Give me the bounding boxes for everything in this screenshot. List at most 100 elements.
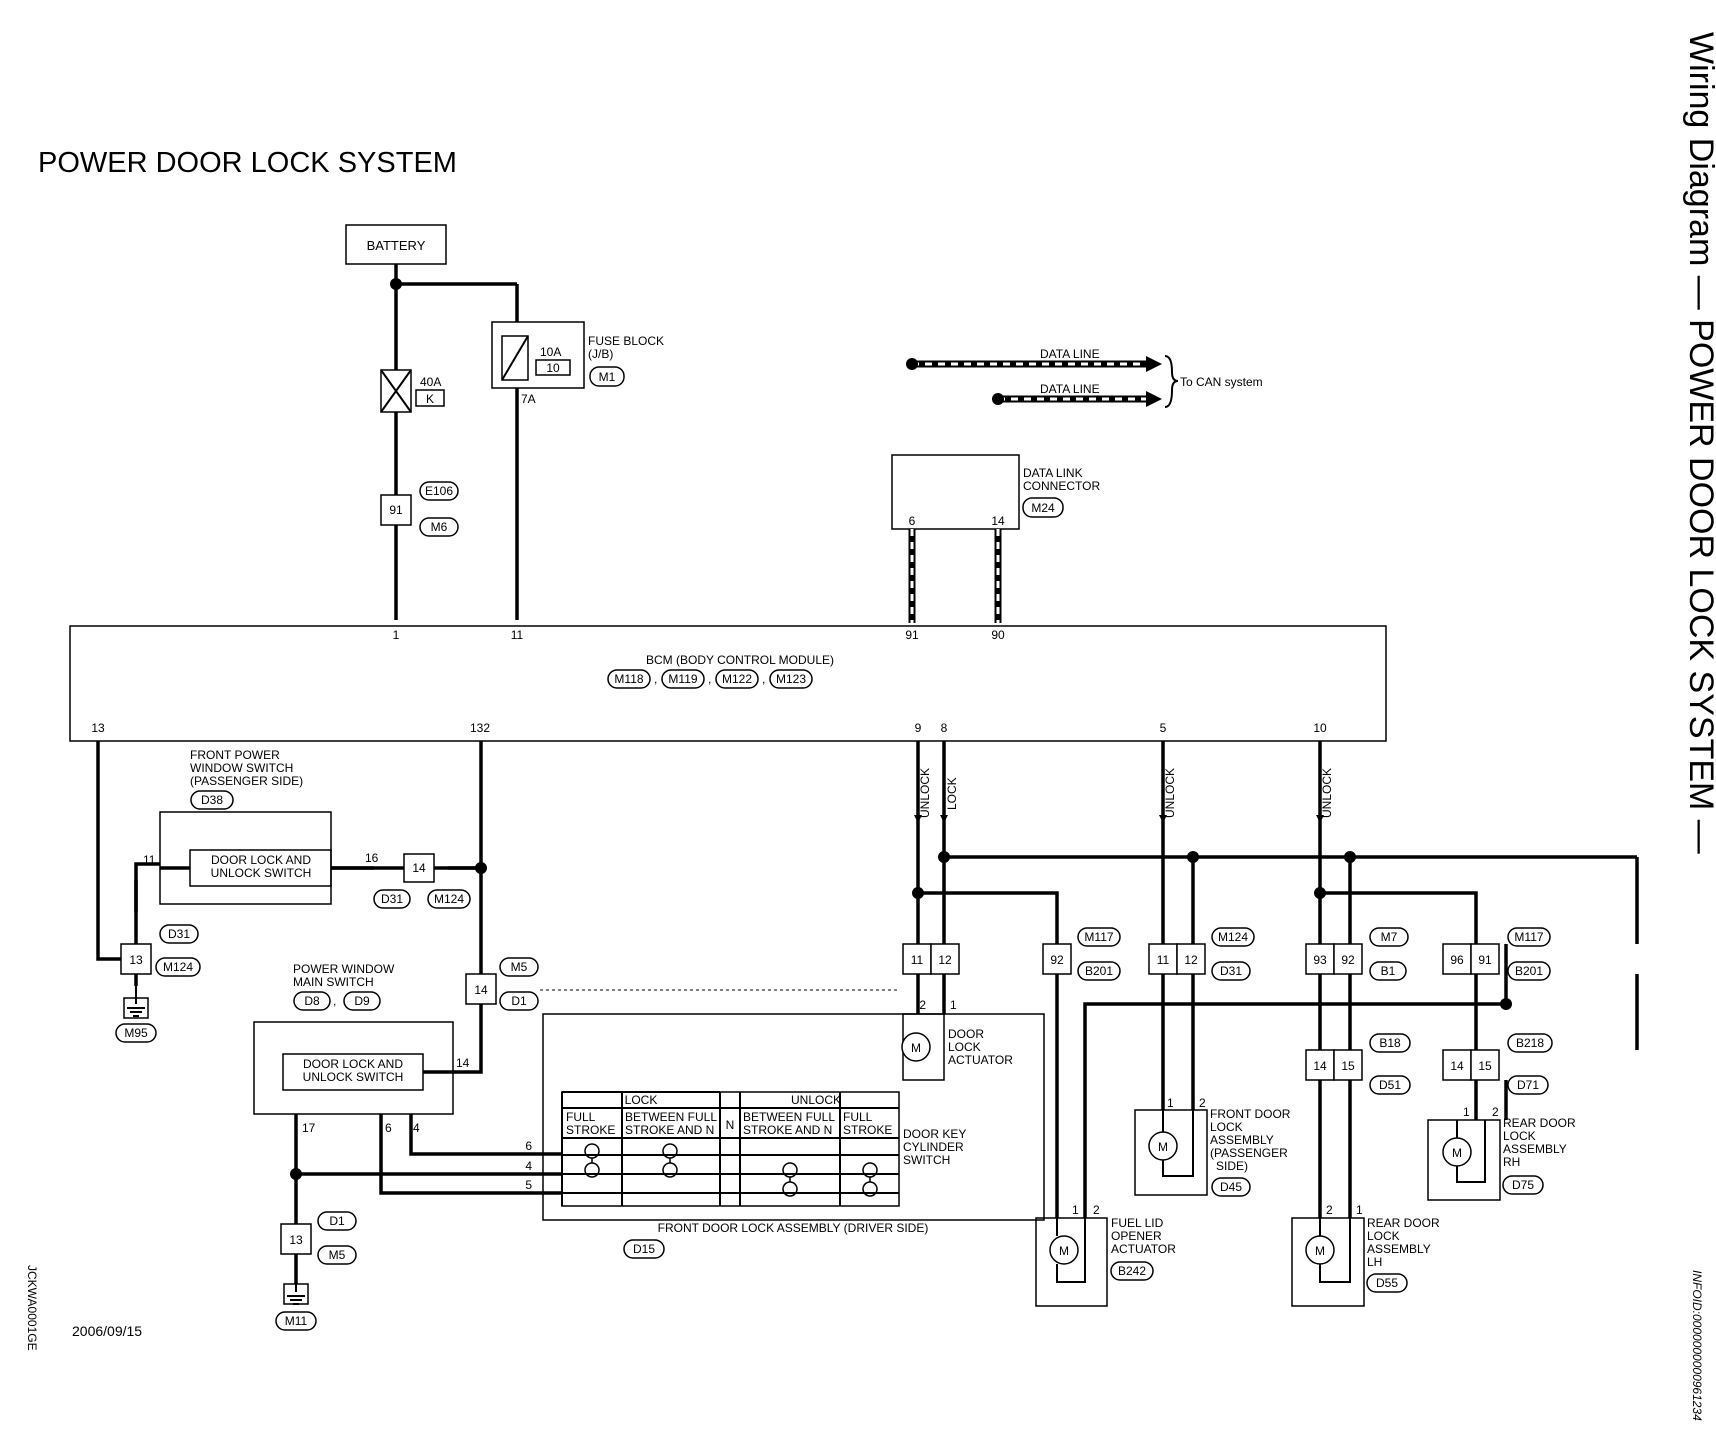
pwms-pin-17: 17 <box>302 1121 316 1135</box>
fpws-connector: D38 <box>201 793 223 807</box>
rrh-pin-15: 15 <box>1478 1059 1492 1073</box>
fuel-lid-conn-1: M117 <box>1084 930 1113 944</box>
rear-door-lock-rh: 96 91 M117 B201 14 15 B218 D71 1 2 M REA… <box>1427 927 1576 1201</box>
rrh-conn-4: D71 <box>1517 1078 1539 1092</box>
bcm-conn-4: M123 <box>776 672 806 686</box>
fdp-label-5: SIDE) <box>1216 1159 1248 1173</box>
fdp-label-2: LOCK <box>1210 1120 1243 1134</box>
signal-unlock-a: UNLOCK <box>918 768 932 818</box>
joint-14a-conn-2: M124 <box>434 892 464 906</box>
pwms-conn-1: D8 <box>304 994 320 1008</box>
battery: BATTERY <box>345 224 447 265</box>
signal-arrows: UNLOCK LOCK UNLOCK UNLOCK <box>914 768 1334 823</box>
pwms-pin-6: 6 <box>385 1121 392 1135</box>
rrh-pin-1: 1 <box>1463 1105 1470 1119</box>
fuel-lid-pin-2: 2 <box>1093 1203 1100 1217</box>
bcm-pin-5: 5 <box>1160 721 1167 735</box>
joint-13a-conn-1: D31 <box>168 927 190 941</box>
rlh-label-4: LH <box>1367 1255 1382 1269</box>
pwms-inner-2: UNLOCK SWITCH <box>303 1070 404 1084</box>
bcm-pin-90: 90 <box>991 628 1005 642</box>
rrh-conn-3: B218 <box>1516 1036 1544 1050</box>
fuse-10a-terminal: 7A <box>521 392 536 406</box>
pwms-conn-sep: , <box>333 994 336 1008</box>
dla-pin-2: 2 <box>919 998 926 1012</box>
bcm-conn-3: M122 <box>722 672 752 686</box>
joint-14a-pin: 14 <box>412 861 426 875</box>
rrh-conn-1: M117 <box>1514 930 1543 944</box>
joint-connector-13b: 13 D1 M5 <box>280 1211 357 1265</box>
bcm-label: BCM (BODY CONTROL MODULE) <box>646 653 834 667</box>
fd-connector: D15 <box>633 1242 655 1256</box>
rlh-pin-2: 2 <box>1326 1203 1333 1217</box>
joint-14a-conn-1: D31 <box>381 892 403 906</box>
fuse-block-jb: (J/B) <box>588 347 613 361</box>
dla-label-3: ACTUATOR <box>948 1053 1013 1067</box>
fpws-label-1: FRONT POWER <box>190 748 280 762</box>
bcm-conn-sep-3: , <box>762 672 765 686</box>
fuse-10a: 10A 10 7A <box>491 321 585 406</box>
rrh-pin-2: 2 <box>1492 1105 1499 1119</box>
bcm-pin-10: 10 <box>1313 721 1327 735</box>
fuel-lid-label-2: OPENER <box>1111 1229 1162 1243</box>
rlh-label-2: LOCK <box>1367 1229 1400 1243</box>
fuel-lid-label-3: ACTUATOR <box>1111 1242 1176 1256</box>
joint-13a-pin: 13 <box>129 953 143 967</box>
fuse-40a: 40A K <box>380 369 445 413</box>
fuel-lid-label-1: FUEL LID <box>1111 1216 1164 1230</box>
fdp-label-1: FRONT DOOR <box>1210 1107 1291 1121</box>
signal-unlock-b: UNLOCK <box>1163 768 1177 818</box>
rlh-conn-2: B1 <box>1381 964 1396 978</box>
rlh-pin-15: 15 <box>1341 1059 1355 1073</box>
fdp-pin-2: 2 <box>1199 1096 1206 1110</box>
rrh-label-2: LOCK <box>1503 1129 1536 1143</box>
rrh-motor: M <box>1452 1146 1462 1160</box>
rrh-pin-91: 91 <box>1478 953 1492 967</box>
dla-motor: M <box>911 1041 921 1055</box>
fdp-pin-1: 1 <box>1167 1096 1174 1110</box>
fuse-40a-amp: 40A <box>420 375 441 389</box>
joint-14b-pin: 14 <box>474 983 488 997</box>
fd-strokeandn-1: STROKE AND N <box>625 1123 714 1137</box>
doc-code: JCKWA0001GE <box>25 1265 39 1351</box>
rear-door-lock-lh: 93 92 M7 B1 14 15 B18 D51 2 1 M REAR DOO… <box>1291 927 1440 1307</box>
pwms-pin-4: 4 <box>413 1121 420 1135</box>
dlc-label-1: DATA LINK <box>1023 466 1083 480</box>
front-power-window-switch: FRONT POWER WINDOW SWITCH (PASSENGER SID… <box>143 748 379 905</box>
fuse-block: FUSE BLOCK (J/B) M1 <box>588 334 664 387</box>
bcm-conn-2: M119 <box>668 672 697 686</box>
fd-pin-6: 6 <box>525 1139 532 1153</box>
fuel-lid-conn-2: B201 <box>1085 964 1113 978</box>
rlh-pin-92: 92 <box>1341 953 1355 967</box>
fuse-10a-code: 10 <box>546 361 560 375</box>
rlh-pin-93: 93 <box>1313 953 1327 967</box>
fpws-label-2: WINDOW SWITCH <box>190 761 293 775</box>
fpws-pin-11: 11 <box>143 853 156 867</box>
fuse-block-label: FUSE BLOCK <box>588 334 664 348</box>
fdp-connector: D45 <box>1220 1180 1242 1194</box>
bcm: 1 11 91 90 BCM (BODY CONTROL MODULE) M11… <box>69 625 1387 742</box>
pwms-label-1: POWER WINDOW <box>293 962 395 976</box>
power-window-main-switch: POWER WINDOW MAIN SWITCH D8 , D9 DOOR LO… <box>253 962 470 1135</box>
dlc-connector: M24 <box>1031 501 1055 515</box>
dla-pin-11: 11 <box>911 953 924 967</box>
fuse-40a-code: K <box>426 392 434 406</box>
joint-connector-14b: 14 M5 D1 <box>465 957 539 1011</box>
fd-between-2: BETWEEN FULL <box>743 1110 835 1124</box>
fuel-lid-pin-92: 92 <box>1050 953 1064 967</box>
bcm-pin-13: 13 <box>91 721 105 735</box>
rlh-motor: M <box>1315 1244 1325 1258</box>
page-title: POWER DOOR LOCK SYSTEM <box>38 147 457 179</box>
fdp-label-4: (PASSENGER <box>1210 1146 1288 1160</box>
fd-lock-header: LOCK <box>625 1093 658 1107</box>
joint-91-conn-bottom: M6 <box>431 520 448 534</box>
pwms-label-2: MAIN SWITCH <box>293 975 374 989</box>
joint-91-conn-top: E106 <box>425 484 453 498</box>
dlc-pin-14: 14 <box>991 514 1005 528</box>
can-brace <box>1164 355 1179 408</box>
fuse-block-connector: M1 <box>599 370 616 384</box>
to-can-label: To CAN system <box>1180 375 1263 389</box>
rrh-label-1: REAR DOOR <box>1503 1116 1576 1130</box>
fuel-lid-pin-1: 1 <box>1072 1203 1079 1217</box>
